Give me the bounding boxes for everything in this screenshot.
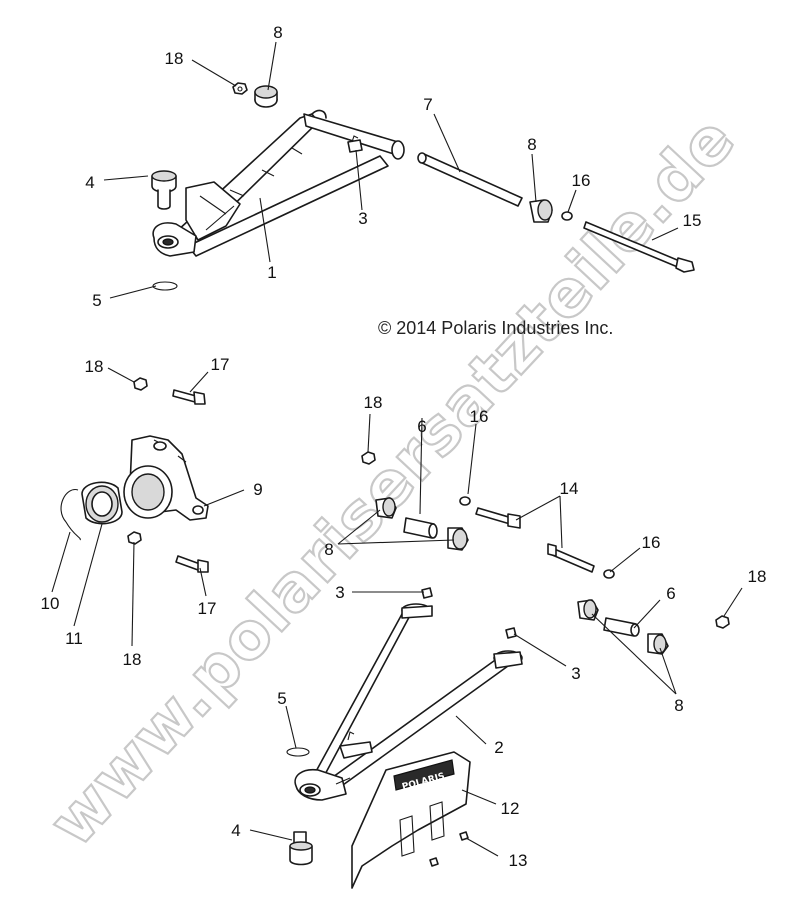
callout-18-top: 18 xyxy=(165,49,184,68)
bolt-14-lower xyxy=(547,543,595,573)
nut-18-left xyxy=(133,377,148,391)
callout-16-right: 16 xyxy=(642,533,661,552)
sleeve-6-right xyxy=(603,617,640,637)
callout-3-lower: 3 xyxy=(571,664,580,683)
callout-4-upper: 4 xyxy=(85,173,94,192)
callout-3-center: 3 xyxy=(335,583,344,602)
callout-16-upper: 16 xyxy=(572,171,591,190)
bushing-right-lower-b xyxy=(647,633,669,655)
callout-6-center: 6 xyxy=(417,417,426,436)
snap-ring-upper xyxy=(152,281,178,291)
guard-screw-b xyxy=(429,857,439,867)
snap-ring-lower xyxy=(286,747,310,757)
sleeve-6-center xyxy=(403,517,438,539)
nut-18-knuckle xyxy=(127,531,142,545)
callout-8-upper-right: 8 xyxy=(527,135,536,154)
callout-16-center: 16 xyxy=(470,407,489,426)
copyright-text: © 2014 Polaris Industries Inc. xyxy=(378,318,613,338)
callout-1: 1 xyxy=(267,263,276,282)
callout-9: 9 xyxy=(253,480,262,499)
nut-18-center xyxy=(361,451,376,465)
bushing-right-center xyxy=(447,527,469,551)
bolt-17-lower xyxy=(175,555,209,573)
washer-16-center xyxy=(459,496,471,506)
nut-18-right xyxy=(715,615,730,629)
callout-17-upper: 17 xyxy=(211,355,230,374)
callout-4-lower: 4 xyxy=(231,821,240,840)
callout-18-center: 18 xyxy=(364,393,383,412)
retaining-ring xyxy=(60,489,81,541)
nut-top xyxy=(232,82,248,95)
callout-5-lower: 5 xyxy=(277,689,286,708)
screw-3-center xyxy=(421,587,433,599)
callout-14: 14 xyxy=(560,479,579,498)
leader-lines xyxy=(51,41,743,857)
callout-13: 13 xyxy=(509,851,528,870)
callout-18-knuckle-top: 18 xyxy=(85,357,104,376)
lower-a-arm xyxy=(294,603,523,801)
wheel-bearing xyxy=(81,481,123,525)
skid-guard xyxy=(351,751,471,889)
callout-10: 10 xyxy=(41,594,60,613)
callout-15: 15 xyxy=(683,211,702,230)
ball-joint-upper xyxy=(151,170,177,210)
callout-2: 2 xyxy=(494,738,503,757)
ball-joint-lower xyxy=(289,831,313,866)
bushing-upper xyxy=(254,85,278,108)
bolt-14-upper xyxy=(475,507,521,529)
pivot-tube xyxy=(417,152,523,207)
callout-8-right: 8 xyxy=(674,696,683,715)
bushing-left-center xyxy=(375,497,397,519)
callout-8-center: 8 xyxy=(324,540,333,559)
callout-12: 12 xyxy=(501,799,520,818)
steering-knuckle xyxy=(123,435,209,521)
callout-7: 7 xyxy=(423,95,432,114)
callout-3-upper: 3 xyxy=(358,209,367,228)
callout-6-right: 6 xyxy=(666,584,675,603)
washer-16-right xyxy=(603,569,615,579)
washer-upper xyxy=(561,211,573,221)
callout-17-lower: 17 xyxy=(198,599,217,618)
long-bolt xyxy=(583,221,695,273)
callout-18-right: 18 xyxy=(748,567,767,586)
callout-labels: 18 8 7 8 16 15 4 3 1 5 18 17 18 6 16 14 … xyxy=(41,23,767,870)
bolt-17-upper xyxy=(172,389,206,405)
callout-8-top: 8 xyxy=(273,23,282,42)
screw-3-lower xyxy=(505,627,517,639)
bushing-right-upper xyxy=(529,199,553,223)
callout-11: 11 xyxy=(65,629,83,648)
upper-a-arm xyxy=(152,109,405,257)
callout-18-knuckle-bottom: 18 xyxy=(123,650,142,669)
callout-5-upper: 5 xyxy=(92,291,101,310)
